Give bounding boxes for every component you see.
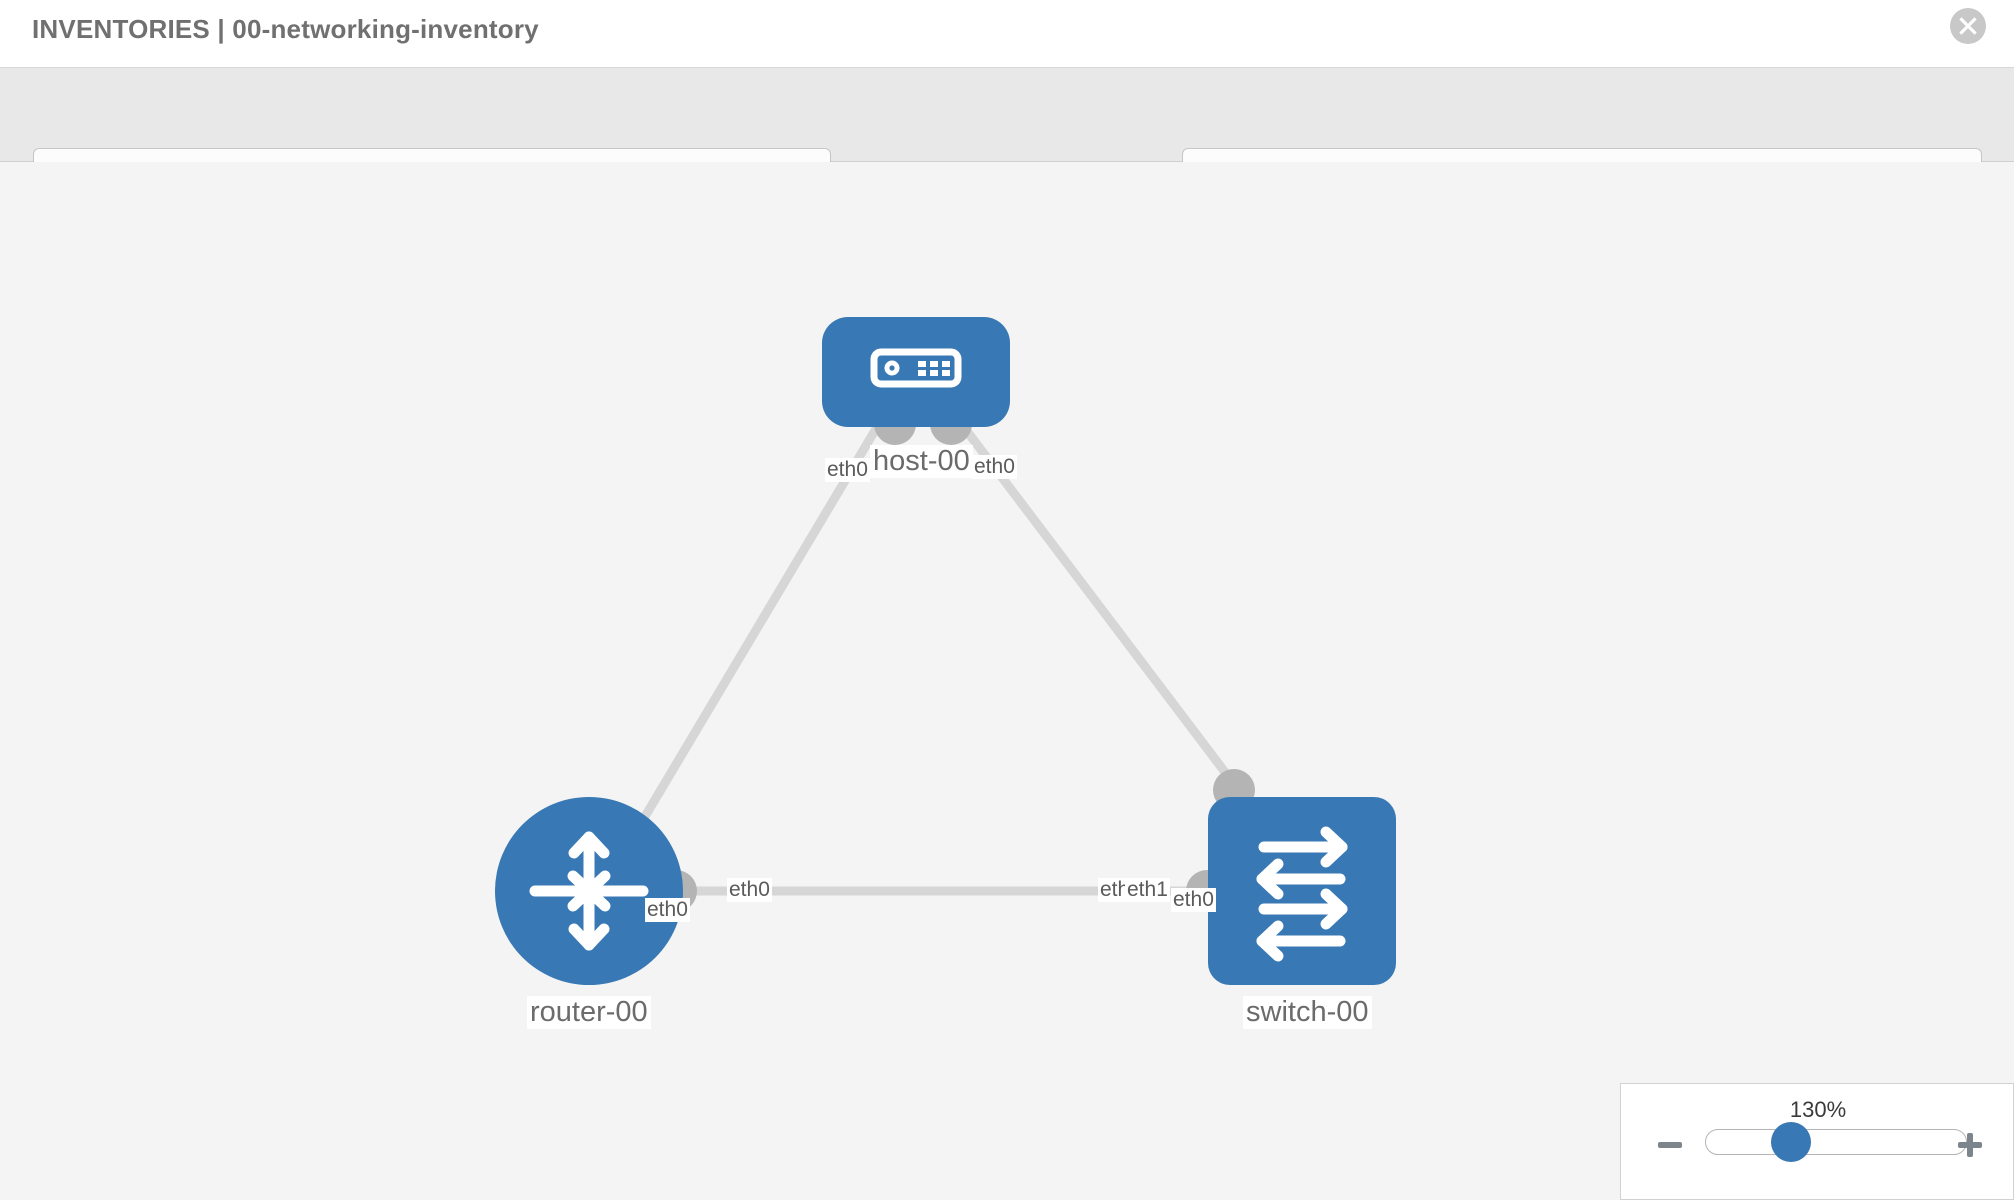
minus-icon[interactable] — [1657, 1132, 1683, 1163]
zoom-slider-thumb[interactable] — [1771, 1122, 1811, 1162]
link-host-switch — [956, 419, 1244, 795]
four-arrows-router-icon — [495, 797, 683, 985]
link-host-router — [596, 419, 884, 895]
page-title: INVENTORIES | 00-networking-inventory — [32, 14, 539, 44]
zoom-level-value: 130% — [1789, 1097, 1847, 1122]
zoom-slider-track[interactable] — [1705, 1129, 1967, 1155]
node-host-00[interactable] — [822, 317, 1010, 445]
iface-label-switch-up: eth0 — [1171, 888, 1216, 912]
node-router-00[interactable] — [495, 797, 697, 985]
server-appliance-icon — [822, 317, 1010, 427]
iface-label-router-up: eth0 — [645, 898, 690, 922]
node-label-switch-00: switch-00 — [1243, 996, 1372, 1029]
toolbar: ACTIONS SEARCH — [0, 68, 2014, 200]
topology-canvas[interactable]: host-00 eth0 eth0 — [0, 162, 2014, 1200]
node-switch-00[interactable] — [1186, 769, 1396, 985]
iface-label-router-right: eth0 — [727, 878, 772, 902]
node-label-host-00: host-00 — [870, 445, 973, 478]
close-icon[interactable] — [1950, 8, 1986, 44]
bidirectional-arrows-switch-icon — [1208, 797, 1396, 985]
page-header: INVENTORIES | 00-networking-inventory — [0, 0, 2014, 68]
node-label-router-00: router-00 — [527, 996, 651, 1029]
zoom-control-panel: 130% — [1620, 1083, 2014, 1200]
iface-label-switch-left: eth1 — [1125, 878, 1170, 902]
iface-label-host-left: eth0 — [825, 458, 870, 482]
plus-icon[interactable] — [1957, 1132, 1983, 1163]
iface-label-host-right: eth0 — [972, 455, 1017, 479]
